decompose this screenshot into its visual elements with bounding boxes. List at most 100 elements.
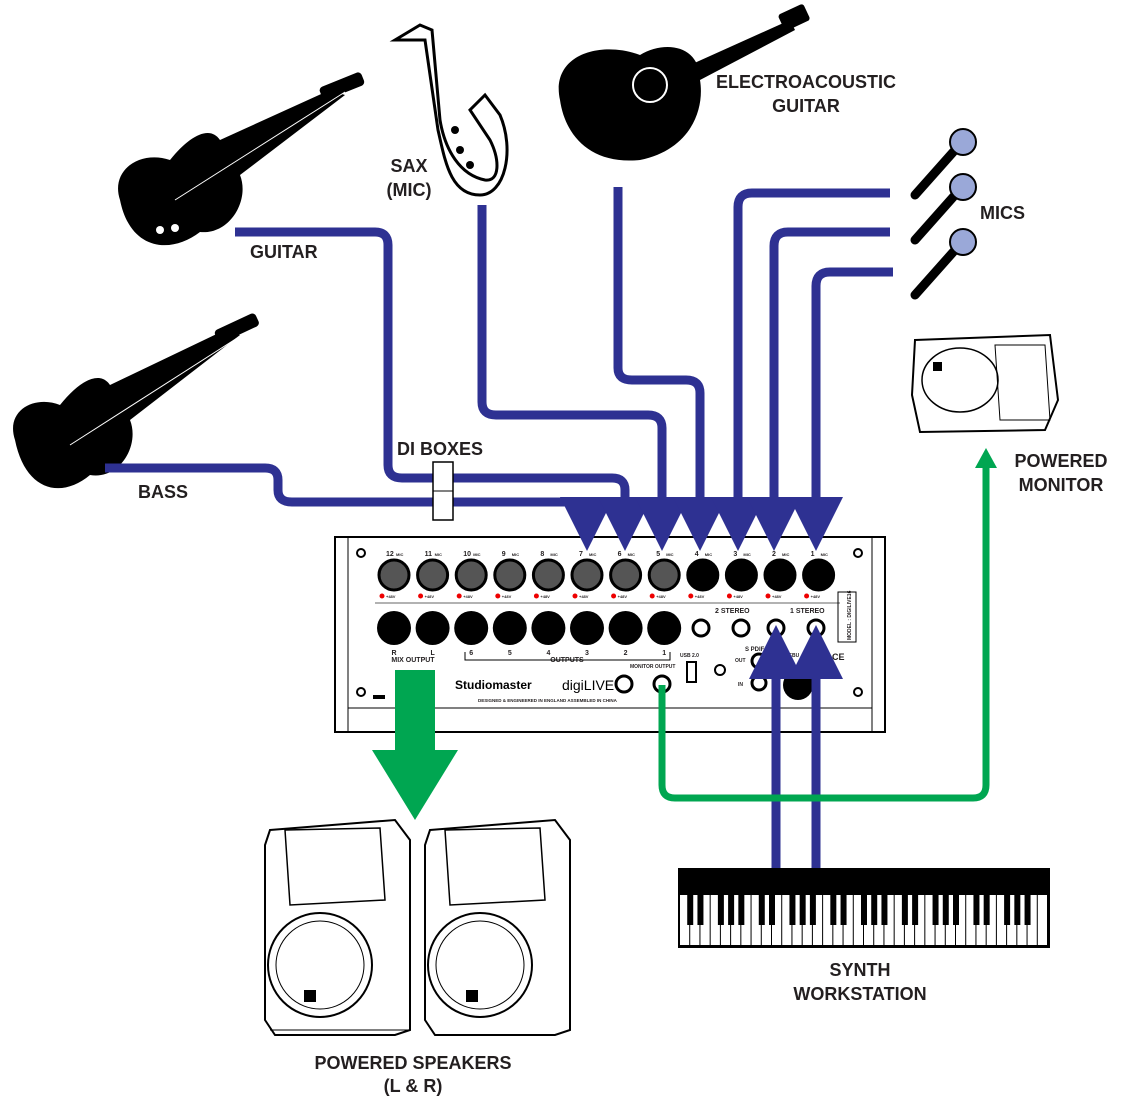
- stereo2-label: 2 STEREO: [715, 608, 750, 615]
- phantom-label: +48V: [463, 594, 473, 599]
- microphone-icon: [910, 173, 977, 245]
- white-key: [853, 895, 863, 945]
- black-key: [942, 895, 949, 925]
- white-key: [894, 895, 904, 945]
- white-key: [731, 895, 741, 945]
- black-key: [861, 895, 867, 925]
- spdif-in-label: IN: [738, 682, 743, 688]
- microphone-icons: [910, 128, 977, 300]
- output-jack-L: L: [415, 611, 450, 657]
- white-key: [966, 895, 976, 945]
- white-key: [792, 895, 802, 945]
- white-key: [1037, 895, 1047, 945]
- phantom-label: +48V: [733, 594, 743, 599]
- label-synth: SYNTH: [829, 960, 890, 980]
- output-jack-4: 4: [531, 611, 566, 657]
- signal-cables: [105, 187, 893, 868]
- black-key: [799, 895, 806, 925]
- black-key: [697, 895, 704, 925]
- input-suffix: MIC: [473, 552, 480, 557]
- white-key: [956, 895, 966, 945]
- label-electroacoustic: ELECTROACOUSTIC: [716, 72, 896, 92]
- powered-speaker-icon: [424, 818, 571, 1036]
- cable-monitor: [658, 465, 990, 802]
- white-key: [925, 895, 935, 945]
- synth-keyboard-icon: [678, 868, 1050, 948]
- white-key: [986, 895, 996, 945]
- white-key: [884, 895, 894, 945]
- input-number: 5: [656, 551, 660, 558]
- input-suffix: MIC: [550, 552, 557, 557]
- model-label: MODEL : DIGILIVE16: [847, 590, 853, 640]
- black-key: [1014, 895, 1021, 925]
- white-key: [904, 895, 915, 945]
- input-suffix: MIC: [705, 552, 712, 557]
- powered-monitor-icon: [910, 333, 1060, 434]
- black-key: [1004, 895, 1011, 925]
- product-logo: digiLIVE: [562, 677, 614, 693]
- input-number: 2: [772, 551, 776, 558]
- black-key: [871, 895, 878, 925]
- white-key: [864, 895, 874, 945]
- cable-sax: [477, 205, 689, 551]
- label-di-boxes: DI BOXES: [397, 439, 483, 459]
- output-number: 2: [624, 650, 628, 657]
- white-key: [823, 895, 833, 945]
- input-number: 9: [502, 551, 506, 558]
- white-key: [680, 895, 690, 945]
- phantom-label: +48V: [425, 594, 435, 599]
- output-jack-6: 6: [454, 611, 489, 657]
- black-key: [840, 895, 847, 925]
- input-number: 6: [618, 551, 622, 558]
- output-jack-R: R: [377, 611, 411, 657]
- black-key: [953, 895, 959, 925]
- label-lr: (L & R): [384, 1076, 443, 1096]
- usb-label: USB 2.0: [680, 653, 699, 659]
- label-guitar: GUITAR: [250, 242, 318, 262]
- input-suffix: MIC: [743, 552, 750, 557]
- black-key: [809, 895, 816, 925]
- cable-bass: [105, 463, 614, 551]
- white-key: [751, 895, 761, 945]
- output-jack-2: 2: [608, 611, 643, 657]
- microphone-icon: [910, 228, 977, 300]
- white-key: [915, 895, 925, 945]
- output-number: 1: [662, 650, 666, 657]
- white-key: [761, 895, 771, 945]
- monitor-output-label: MONITOR OUTPUT: [630, 664, 675, 670]
- white-key: [802, 895, 812, 945]
- black-key: [901, 895, 908, 925]
- electric-guitar-icon: [118, 72, 365, 246]
- phantom-label: +48V: [579, 594, 589, 599]
- output-number: 6: [469, 650, 473, 657]
- output-number: R: [391, 650, 396, 657]
- black-key: [973, 895, 980, 925]
- stereo1-label: 1 STEREO: [790, 608, 825, 615]
- mix-output-label: MIX OUTPUT: [391, 657, 435, 664]
- black-key: [728, 895, 735, 925]
- phantom-label: +48V: [540, 594, 550, 599]
- saxophone-icon: [389, 23, 509, 197]
- black-key: [983, 895, 990, 925]
- black-key: [738, 895, 745, 925]
- white-key: [782, 895, 792, 945]
- input-number: 8: [540, 551, 544, 558]
- output-number: 5: [508, 650, 512, 657]
- brand-logo: Studiomaster: [455, 678, 532, 692]
- cable-guitar: [235, 227, 652, 551]
- cable-electroacoustic: [613, 187, 727, 551]
- output-jack-5: 5: [492, 611, 527, 657]
- input-suffix: MIC: [435, 552, 442, 557]
- cable-mic-1: [711, 188, 890, 551]
- label-powered: POWERED: [1014, 451, 1107, 471]
